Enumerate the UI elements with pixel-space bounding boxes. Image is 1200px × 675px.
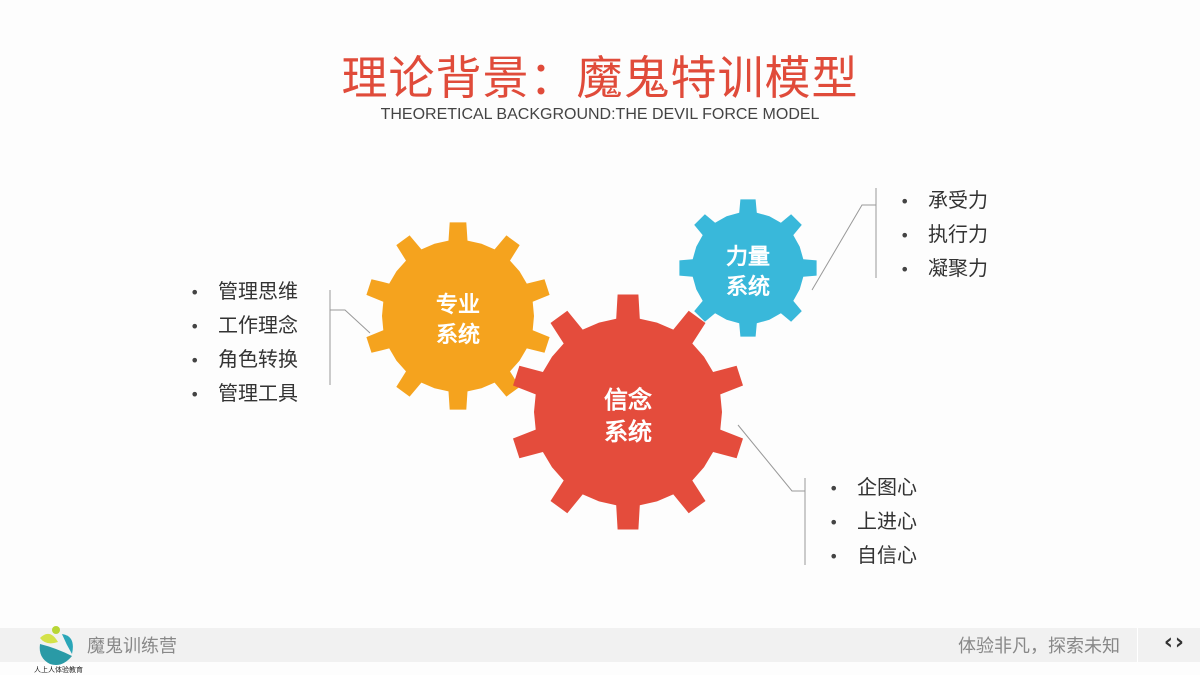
gear-shape — [366, 222, 550, 410]
list-item: 管理思维 — [190, 275, 298, 309]
power-list: 承受力 执行力 凝聚力 — [900, 184, 988, 286]
company-logo: 人上人体验教育 — [34, 626, 83, 674]
list-item: 角色转换 — [190, 343, 298, 377]
connector-lines — [329, 188, 877, 565]
professional-list: 管理思维 工作理念 角色转换 管理工具 — [190, 275, 298, 411]
connector-professional — [330, 309, 371, 334]
footer-divider — [1137, 628, 1138, 662]
gear-shape — [513, 294, 743, 530]
list-item: 执行力 — [900, 218, 988, 252]
gear-shape — [679, 199, 817, 337]
prev-slide-button[interactable]: ‹ — [1163, 630, 1175, 655]
connector-belief — [737, 424, 805, 492]
svg-text:人上人体验教育: 人上人体验教育 — [34, 665, 83, 674]
list-item: 管理工具 — [190, 377, 298, 411]
gear-label: 系统 — [726, 274, 770, 300]
next-slide-button[interactable]: › — [1174, 630, 1186, 655]
gear-label: 专业 — [436, 292, 480, 318]
page-title: 理论背景：魔鬼特训模型 — [341, 51, 859, 105]
slogan: 体验非凡，探索未知 — [958, 636, 1120, 657]
list-item: 凝聚力 — [900, 252, 988, 286]
page-subtitle: THEORETICAL BACKGROUND:THE DEVIL FORCE M… — [380, 106, 820, 123]
list-item: 企图心 — [829, 471, 917, 505]
gear-label: 信念 — [604, 386, 652, 414]
list-item: 工作理念 — [190, 309, 298, 343]
footer-bar — [0, 628, 1200, 662]
connector-power — [811, 204, 876, 291]
brand-name: 魔鬼训练营 — [87, 636, 177, 657]
gear-label: 力量 — [726, 245, 770, 270]
list-item: 上进心 — [829, 505, 917, 539]
list-item: 自信心 — [829, 539, 917, 573]
list-item: 承受力 — [900, 184, 988, 218]
gear-label: 系统 — [604, 418, 652, 446]
slide-nav: ‹› — [1164, 630, 1186, 655]
belief-list: 企图心 上进心 自信心 — [829, 471, 917, 573]
gear-label: 系统 — [436, 322, 480, 348]
